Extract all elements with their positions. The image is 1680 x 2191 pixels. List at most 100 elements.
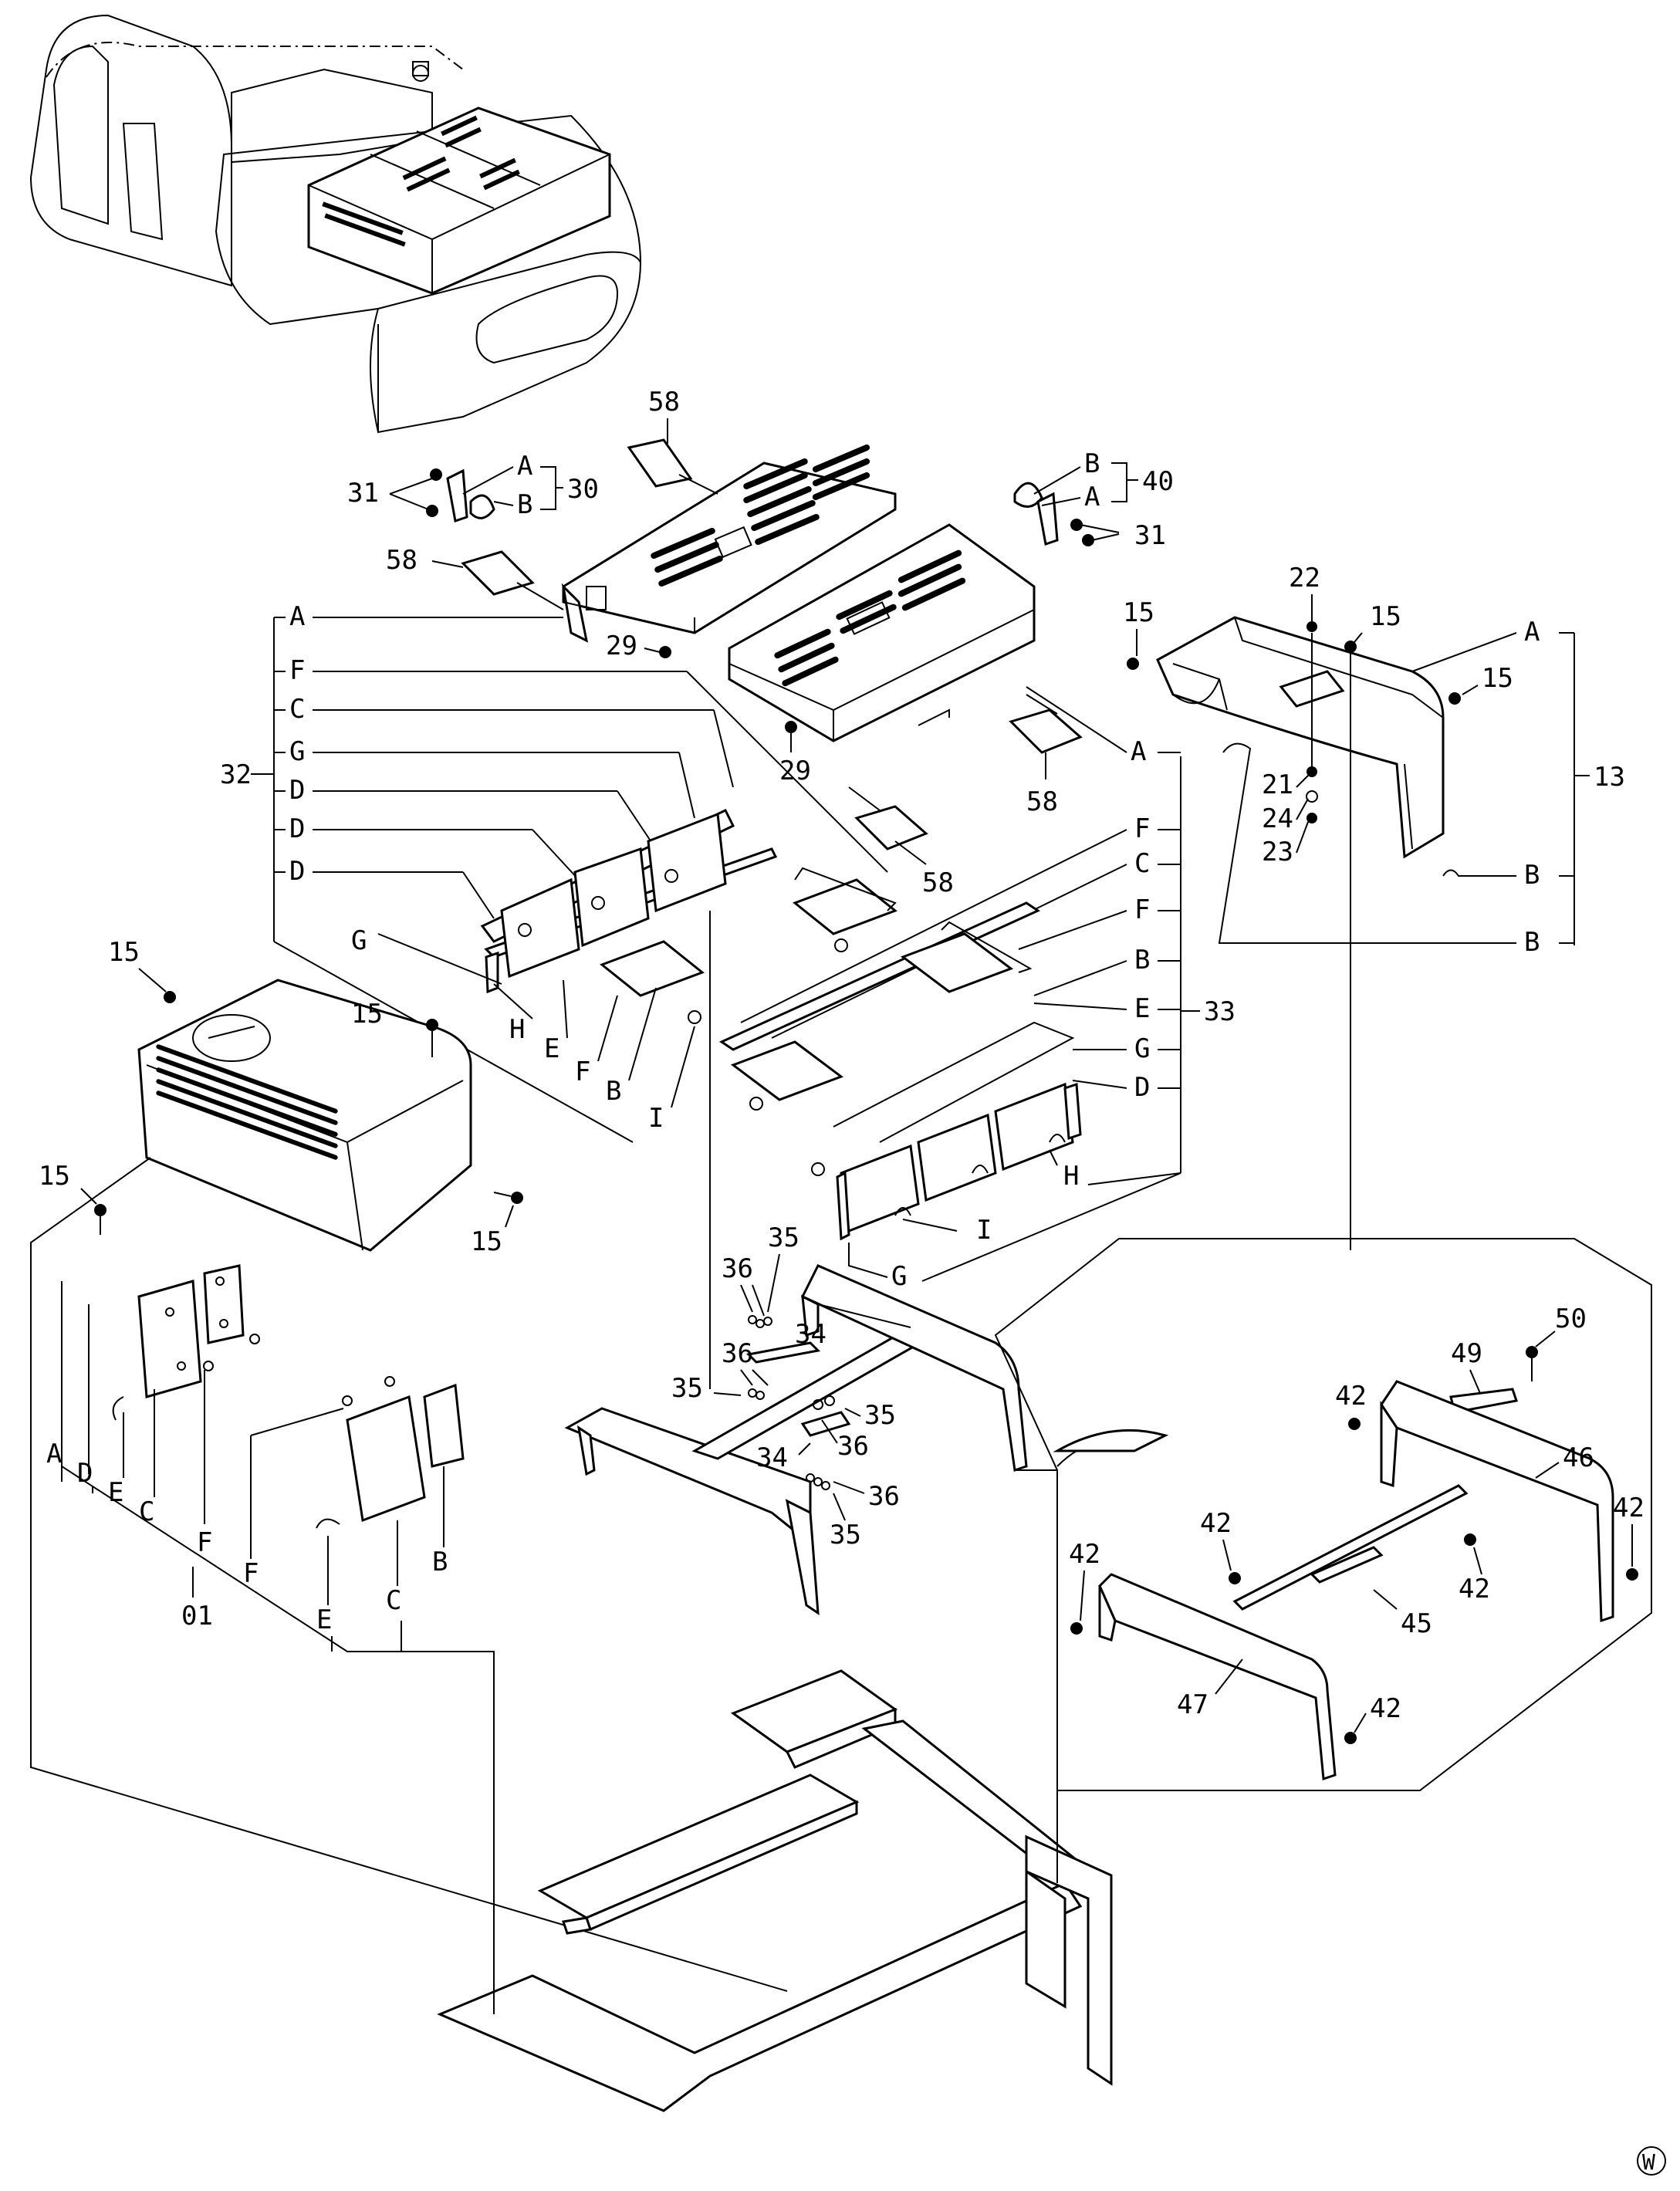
label-B: B [517, 489, 532, 520]
callout-15: 15 [1370, 601, 1401, 632]
callout-49: 49 [1451, 1338, 1482, 1369]
callout-21: 21 [1262, 769, 1293, 800]
callout-58: 58 [386, 545, 417, 576]
callout-42: 42 [1370, 1693, 1401, 1724]
label-A: A [1524, 617, 1540, 647]
label-F: F [575, 1057, 590, 1087]
callout-34: 34 [795, 1319, 826, 1350]
callout-42: 42 [1613, 1493, 1645, 1523]
label-E: E [316, 1604, 332, 1635]
label-B: B [1084, 448, 1100, 479]
label-A: A [289, 601, 305, 632]
callout-36: 36 [722, 1338, 753, 1369]
callout-15: 15 [1123, 597, 1154, 628]
callout-40: 40 [1142, 466, 1174, 497]
callout-46: 46 [1563, 1442, 1594, 1473]
group-32: 32 A F C G D D D [220, 601, 897, 1143]
callout-35: 35 [768, 1222, 799, 1253]
label-E: E [544, 1033, 559, 1064]
callout-42: 42 [1335, 1381, 1367, 1412]
callout-35: 35 [671, 1373, 703, 1404]
label-A: A [1131, 736, 1146, 767]
label-B: B [1524, 927, 1540, 958]
label-D: D [289, 813, 305, 844]
label-A: A [46, 1439, 62, 1469]
top-cover-left [561, 444, 897, 643]
callout-34: 34 [756, 1442, 788, 1473]
corner-mark-letter: W [1642, 2149, 1655, 2175]
latch-40: B A 40 31 [1013, 448, 1174, 551]
label-D: D [289, 775, 305, 806]
label-D: D [1134, 1072, 1150, 1103]
callout-29: 29 [779, 756, 811, 786]
callout-31: 31 [1134, 520, 1166, 551]
top-cover-right [728, 523, 1036, 742]
label-C: C [289, 694, 305, 725]
callout-35: 35 [830, 1520, 861, 1550]
latch-30: 31 A B 30 [347, 451, 599, 522]
label-F: F [243, 1558, 259, 1589]
callout-24: 24 [1262, 803, 1293, 834]
label-E: E [1134, 993, 1150, 1024]
center-frame: 35 36 34 36 35 35 36 34 36 35 [564, 911, 1057, 1615]
callout-58: 58 [1026, 786, 1058, 817]
callout-42: 42 [1200, 1508, 1232, 1539]
label-F: F [1134, 894, 1150, 925]
label-H: H [1063, 1161, 1079, 1192]
label-D: D [77, 1458, 93, 1489]
callout-30: 30 [567, 474, 599, 505]
callout-32: 32 [220, 759, 252, 790]
callout-29: 29 [606, 631, 637, 661]
callout-36: 36 [868, 1481, 900, 1512]
callout-58: 58 [922, 867, 954, 898]
label-B: B [1524, 860, 1540, 891]
label-H: H [509, 1014, 525, 1045]
label-E: E [108, 1477, 123, 1508]
callout-50: 50 [1555, 1303, 1587, 1334]
label-F: F [197, 1527, 212, 1558]
corner-mark: W [1637, 2146, 1666, 2176]
callout-36: 36 [837, 1431, 869, 1462]
group-01: 15 15 15 15 A D E C F 01 F E C B [30, 937, 788, 1992]
group-33: 33 A F C F B E G D [718, 686, 1235, 1292]
callout-42: 42 [1069, 1539, 1100, 1570]
group-13: 15 22 15 15 A 13 B B 21 24 23 [1123, 563, 1625, 1250]
label-C: C [1134, 848, 1150, 879]
base-frame [437, 1669, 1113, 2112]
label-G: G [1134, 1033, 1150, 1064]
callout-15: 15 [351, 999, 383, 1030]
callout-47: 47 [1177, 1689, 1208, 1720]
callout-23: 23 [1262, 837, 1293, 867]
callout-13: 13 [1594, 762, 1625, 793]
label-G: G [351, 925, 367, 956]
callout-01: 01 [181, 1601, 213, 1631]
label-B: B [1134, 945, 1150, 975]
callout-33: 33 [1204, 996, 1235, 1027]
label-B: B [432, 1547, 448, 1577]
callout-22: 22 [1289, 563, 1320, 593]
callout-58: 58 [648, 387, 680, 418]
callout-15: 15 [1482, 663, 1513, 694]
label-D: D [289, 856, 305, 887]
callout-15: 15 [471, 1226, 502, 1257]
callout-42: 42 [1459, 1574, 1490, 1604]
callout-15: 15 [39, 1161, 70, 1192]
label-F: F [1134, 813, 1150, 844]
excavator-overview [29, 14, 642, 434]
callout-35: 35 [864, 1400, 896, 1431]
callout-45: 45 [1401, 1608, 1432, 1639]
label-A: A [1084, 482, 1100, 512]
callout-31: 31 [347, 478, 379, 509]
label-C: C [386, 1585, 401, 1616]
label-I: I [976, 1215, 992, 1246]
label-B: B [606, 1076, 621, 1107]
callout-36: 36 [722, 1253, 753, 1284]
pads-58: 58 58 58 58 [386, 387, 1083, 898]
label-G: G [289, 736, 305, 767]
label-C: C [139, 1496, 154, 1527]
label-I: I [648, 1103, 664, 1134]
label-F: F [289, 655, 305, 686]
label-G: G [891, 1261, 907, 1292]
label-A: A [517, 451, 532, 482]
